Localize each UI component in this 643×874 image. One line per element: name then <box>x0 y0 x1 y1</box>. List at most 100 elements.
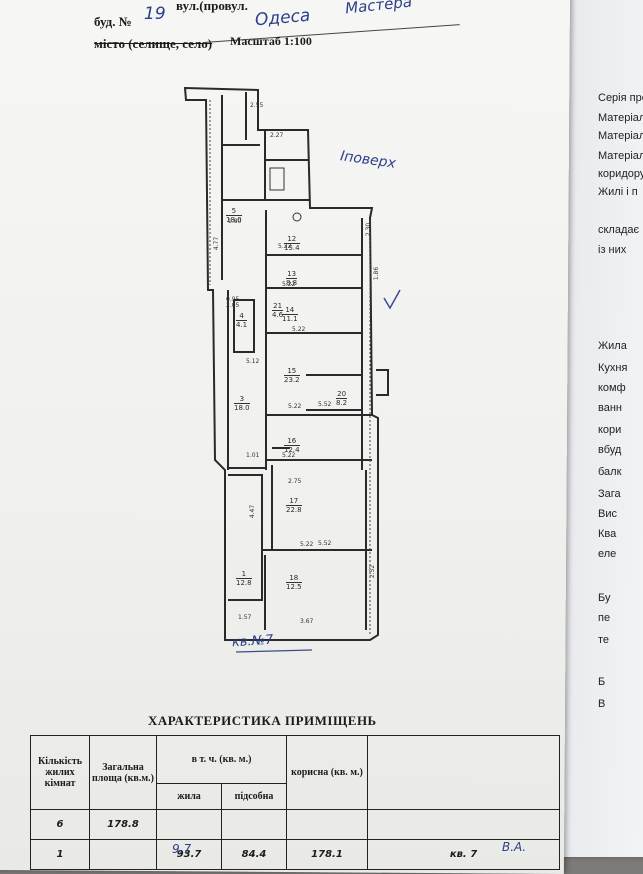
adjacent-sheet-line: складає <box>598 224 640 236</box>
street-label: вул.(провул. <box>176 0 248 13</box>
row1-total: 178.8 <box>89 809 157 840</box>
room-number: 14 <box>285 306 295 314</box>
adjacent-sheet-line: Жилі і п <box>598 186 638 198</box>
adjacent-sheet-line: Ква <box>598 528 617 540</box>
dimension-label: 5.22 <box>288 403 302 410</box>
room-area: 18.0 <box>234 403 250 412</box>
adjacent-sheet-line: вбуд <box>598 444 622 456</box>
room-number: 3 <box>239 395 245 403</box>
dimension-label: 1.57 <box>238 614 252 621</box>
adjacent-sheet-line: із них <box>598 244 627 256</box>
row1-aux <box>221 809 287 840</box>
dimension-label: 1.01 <box>246 452 260 459</box>
adjacent-sheet-line: Серія пре <box>598 92 643 104</box>
adjacent-sheet-line: балк <box>598 466 622 478</box>
dimension-label: 1.80 <box>228 218 242 225</box>
dimension-label: 2.55 <box>250 102 264 109</box>
adjacent-sheet-line: Матеріал <box>598 130 643 142</box>
dimension-label: 2.75 <box>288 478 302 485</box>
room-area: 8.2 <box>336 398 348 407</box>
dimension-label: 2.27 <box>270 132 284 139</box>
building-number-label: буд. № <box>94 14 132 29</box>
dimension-label: 5.52 <box>318 540 332 547</box>
scale-label: Масштаб 1:100 <box>230 34 312 48</box>
dimension-label: 1.86 <box>373 266 381 281</box>
room-number: 5 <box>231 207 237 215</box>
room-area: 4.6 <box>272 310 284 319</box>
room-area: 23.2 <box>284 375 300 384</box>
room-number: 17 <box>289 497 299 505</box>
col-living-header: жила <box>156 783 222 810</box>
room-area: 22.8 <box>286 505 302 514</box>
dimension-label: 5.22 <box>292 326 306 333</box>
col-extra-header <box>367 735 560 810</box>
city-label: місто (селище, село) <box>94 36 212 52</box>
row1-extra <box>367 809 560 840</box>
apartment-mark: кв.№7 <box>231 632 274 651</box>
adjacent-sheet-line: Бу <box>598 592 611 604</box>
adjacent-sheet-line: Зага <box>598 488 621 500</box>
adjacent-sheet-line: Матеріал <box>598 112 643 124</box>
adjacent-sheet-line: кори <box>598 424 622 436</box>
room-number: 21 <box>273 302 283 310</box>
adjacent-sheet-line: Вис <box>598 508 617 520</box>
row1-rooms: 6 <box>30 809 90 840</box>
room-area: 8.8 <box>286 278 298 287</box>
signature: В.А. <box>502 840 527 854</box>
dimension-label: 5.22 <box>300 541 314 548</box>
room-number: 20 <box>337 390 347 398</box>
dimension-label: 5.22 <box>278 243 292 250</box>
adjacent-sheet-line: Жила <box>598 340 627 352</box>
adjacent-sheet-line: В <box>598 698 606 710</box>
room-area: 12.8 <box>236 578 252 587</box>
dimension-label: 5.22 <box>282 452 296 459</box>
row2-total <box>89 839 157 870</box>
room-area: 4.1 <box>236 320 248 329</box>
table-title: ХАРАКТЕРИСТИКА ПРИМІЩЕНЬ <box>148 713 377 728</box>
adjacent-sheet-line: еле <box>598 548 617 560</box>
dimension-label: 5.52 <box>318 401 332 408</box>
row2-aux: 84.4 <box>221 839 287 870</box>
col-incl-header: в т. ч. (кв. м.) <box>156 735 287 784</box>
row2-note: кв. 7 <box>367 839 560 870</box>
room-area: 18.0 <box>226 215 242 224</box>
dimension-label: 2.52 <box>369 564 377 579</box>
room-number: 18 <box>289 574 299 582</box>
room-area: 15.4 <box>284 243 300 252</box>
dimension-label: 5.12 <box>246 358 260 365</box>
dimension-label: 2.30 <box>365 222 373 237</box>
room-number: 1 <box>241 570 247 578</box>
building-number-value: 19 <box>144 4 166 24</box>
adjacent-sheet-line: те <box>598 634 610 646</box>
room-number: 4 <box>239 312 244 320</box>
row1-useful <box>286 809 368 840</box>
adjacent-sheet-line: Кухня <box>598 362 628 374</box>
dimension-label: 2.05 <box>226 302 240 309</box>
room-area: 12.5 <box>286 582 302 591</box>
adjacent-sheet-line: Б <box>598 676 606 688</box>
dimension-label: 0.95 <box>226 296 240 303</box>
col-rooms-header: Кількість жилих кімнат <box>30 735 90 810</box>
adjacent-sheet-line: ванн <box>598 402 622 414</box>
col-useful-header: корисна (кв. м.) <box>286 735 368 810</box>
adjacent-sheet-line: коридору <box>598 168 643 180</box>
room-number: 15 <box>287 367 297 375</box>
row1-living <box>156 809 222 840</box>
dimension-label: 5.22 <box>282 281 296 288</box>
adjacent-sheet-line: Матеріал <box>598 150 643 162</box>
col-total-header: Загальна площа (кв.м.) <box>89 735 157 810</box>
room-area: 12.4 <box>284 445 300 454</box>
